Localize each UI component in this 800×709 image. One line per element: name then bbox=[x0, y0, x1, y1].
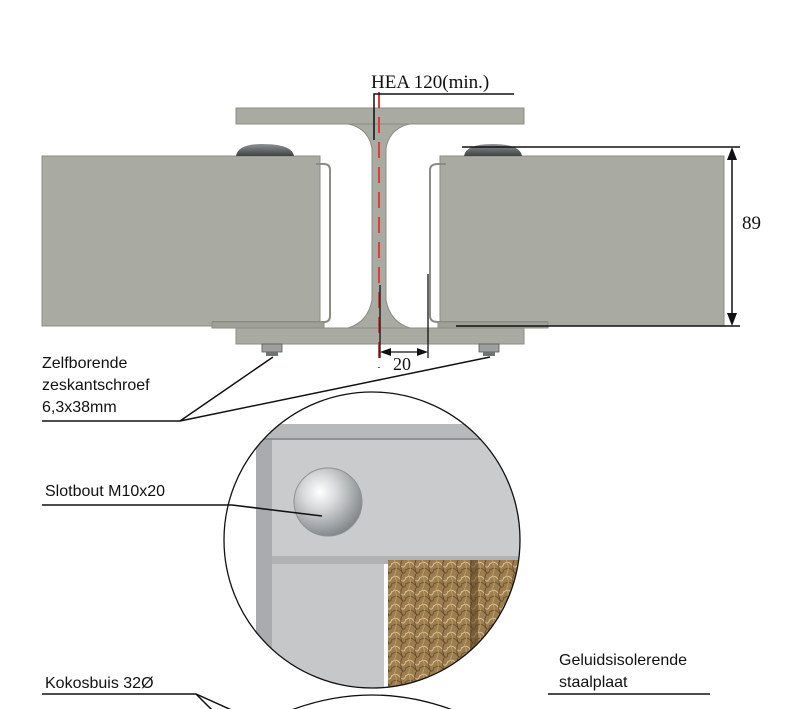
gap-dimension bbox=[379, 274, 429, 358]
lower-detail-circle-outline bbox=[292, 694, 452, 709]
detail-circle-outline bbox=[223, 391, 521, 689]
detail-coconut-fibre bbox=[388, 560, 520, 688]
detail-steel-top bbox=[256, 424, 520, 440]
right-panel bbox=[429, 144, 725, 329]
right-screw-icon bbox=[478, 343, 500, 356]
right-panel-bracket bbox=[429, 163, 548, 323]
coconut-tube-leader bbox=[42, 693, 232, 709]
screw-leader-right bbox=[179, 356, 491, 422]
detail-steel-side bbox=[256, 440, 272, 688]
left-screw-icon bbox=[261, 343, 283, 356]
beam-profile-leader bbox=[373, 93, 514, 140]
left-bolt-head bbox=[236, 144, 294, 156]
plate-label-line2: staalplaat bbox=[559, 674, 628, 691]
left-panel bbox=[41, 144, 331, 329]
screw-label-line2: zeskantschroef bbox=[42, 377, 150, 394]
gap-dimension-label: 20 bbox=[393, 354, 411, 374]
carriage-bolt-icon bbox=[293, 467, 363, 537]
beam-profile-label: HEA 120(min.) bbox=[371, 72, 489, 93]
height-dimension bbox=[456, 146, 740, 327]
screw-label-line1: Zelfborende bbox=[42, 355, 127, 372]
right-bolt-head bbox=[464, 144, 522, 156]
coconut-tube-label: Kokosbuis 32Ø bbox=[45, 675, 154, 692]
carriage-bolt-leader bbox=[42, 504, 323, 517]
screw-label-line3: 6,3x38mm bbox=[42, 399, 117, 416]
height-dimension-label: 89 bbox=[742, 213, 761, 234]
carriage-bolt-label: Slotbout M10x20 bbox=[45, 483, 165, 500]
left-panel-bracket bbox=[212, 163, 331, 323]
coconut-tube-leader-2 bbox=[195, 693, 213, 709]
plate-label-line1: Geluidsisolerende bbox=[559, 652, 687, 669]
